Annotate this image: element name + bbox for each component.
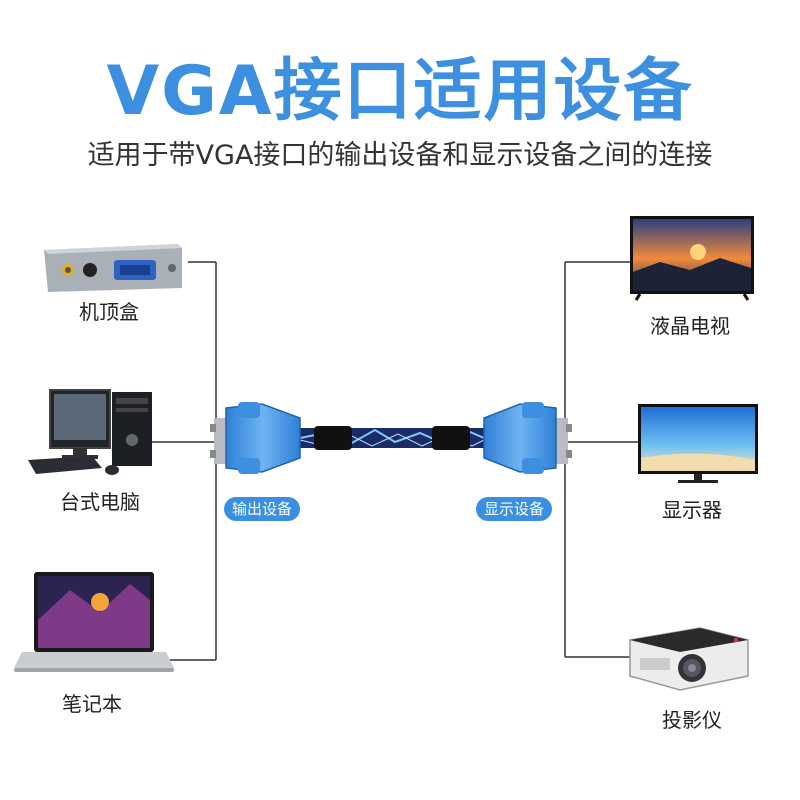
- laptop-label: 笔记本: [62, 692, 122, 716]
- vga-cable: [299, 426, 485, 450]
- lcd-tv-label: 液晶电视: [650, 314, 730, 338]
- page-subtitle: 适用于带VGA接口的输出设备和显示设备之间的连接: [87, 140, 713, 171]
- lcd-tv-icon: [630, 216, 754, 301]
- desktop-computer-label: 台式电脑: [60, 490, 140, 514]
- monitor-icon: [638, 404, 758, 483]
- left-connection-lines: [150, 261, 217, 661]
- display-device-tag: 显示设备: [476, 497, 553, 521]
- monitor-label: 显示器: [662, 498, 722, 522]
- page-title: VGA接口适用设备: [106, 52, 694, 131]
- right-connection-lines: [564, 261, 640, 658]
- right-vga-connector: [483, 402, 572, 474]
- set-top-box-label: 机顶盒: [79, 300, 139, 324]
- projector-label: 投影仪: [662, 708, 722, 732]
- output-device-tag: 输出设备: [224, 497, 301, 521]
- desktop-computer-icon: [28, 389, 152, 475]
- set-top-box-icon: [44, 244, 182, 292]
- laptop-icon: [14, 572, 174, 672]
- projector-icon: [629, 627, 749, 691]
- left-vga-connector: [210, 402, 301, 474]
